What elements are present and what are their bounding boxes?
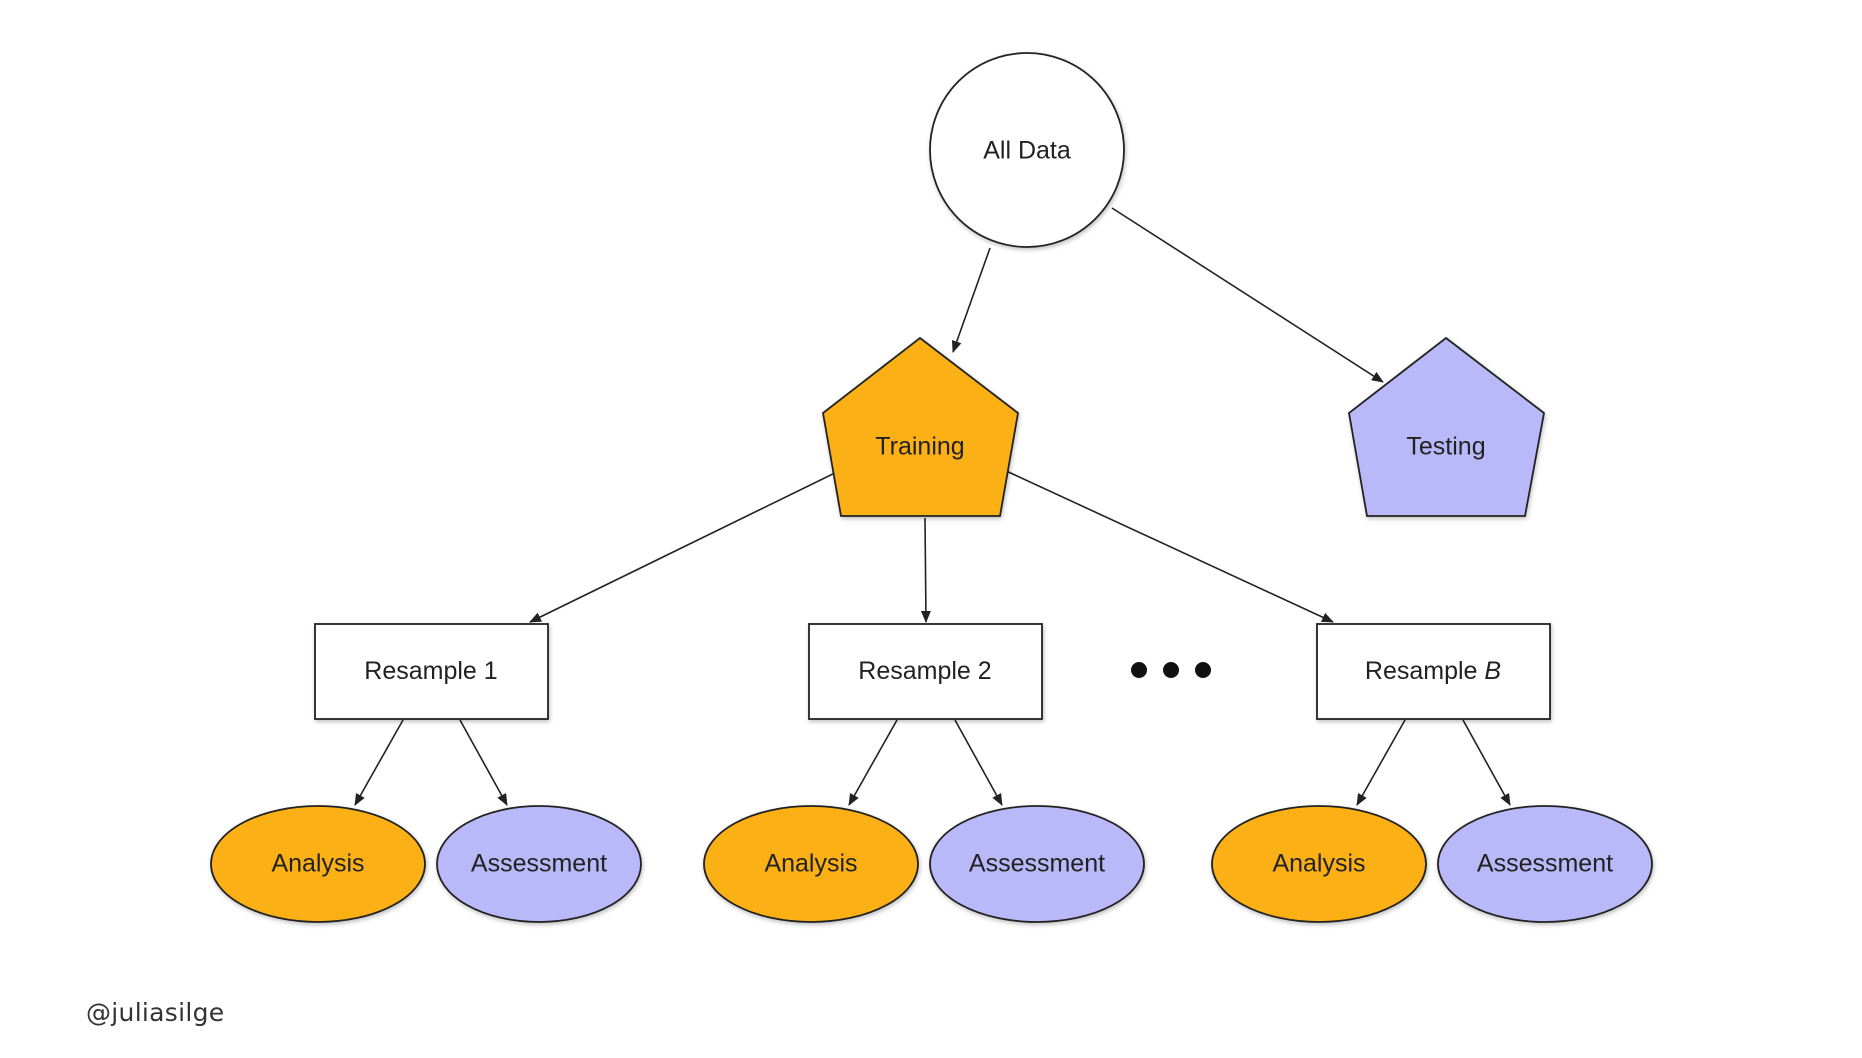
training-node: Training [822,336,1019,517]
testing-label: Testing [1406,433,1485,461]
assessment-2-node: Assessment [929,805,1145,923]
resample-2-label: Resample 2 [858,657,991,685]
all-data-circle [929,52,1125,248]
training-label: Training [875,433,964,461]
edge-all-data-to-training [951,247,991,353]
resample-b-box [1316,623,1551,720]
ellipsis-dot [1131,662,1147,678]
analysis-2-node: Analysis [703,805,919,923]
assessment-2-ellipse [929,805,1145,923]
edge-resample-b-to-assessment [1462,719,1511,806]
author-handle: @juliasilge [86,998,225,1027]
analysis-b-label: Analysis [1272,850,1365,878]
resample-1-label: Resample 1 [364,657,497,685]
assessment-b-node: Assessment [1437,805,1653,923]
assessment-1-ellipse [436,805,642,923]
analysis-1-node: Analysis [210,805,426,923]
analysis-2-ellipse [703,805,919,923]
edge-resample-2-to-analysis [848,719,898,806]
assessment-1-node: Assessment [436,805,642,923]
training-pentagon [822,336,1019,517]
edge-resample-1-to-analysis [354,719,404,806]
testing-pentagon [1348,336,1545,517]
ellipsis [1131,662,1211,678]
resample-2-node: Resample 2 [808,623,1043,720]
all-data-node: All Data [929,52,1125,248]
edge-training-to-resample-b [1001,468,1334,623]
edge-all-data-to-testing [1111,207,1384,383]
edge-training-to-resample-2 [920,517,931,623]
analysis-b-ellipse [1211,805,1427,923]
assessment-2-label: Assessment [969,850,1105,878]
edge-resample-b-to-analysis [1356,719,1406,806]
analysis-2-label: Analysis [764,850,857,878]
assessment-1-label: Assessment [471,850,607,878]
edge-resample-1-to-assessment [459,719,508,806]
ellipsis-dot [1163,662,1179,678]
analysis-1-ellipse [210,805,426,923]
ellipsis-dot [1195,662,1211,678]
assessment-b-ellipse [1437,805,1653,923]
analysis-1-label: Analysis [271,850,364,878]
all-data-label: All Data [983,137,1071,165]
resample-1-node: Resample 1 [314,623,549,720]
analysis-b-node: Analysis [1211,805,1427,923]
assessment-b-label: Assessment [1477,850,1613,878]
resample-b-label: Resample B [1365,657,1501,685]
edge-resample-2-to-assessment [954,719,1003,806]
testing-node: Testing [1348,336,1545,517]
resample-2-box [808,623,1043,720]
edge-training-to-resample-1 [529,468,844,623]
resample-1-box [314,623,549,720]
resample-b-node: Resample B [1316,623,1551,720]
